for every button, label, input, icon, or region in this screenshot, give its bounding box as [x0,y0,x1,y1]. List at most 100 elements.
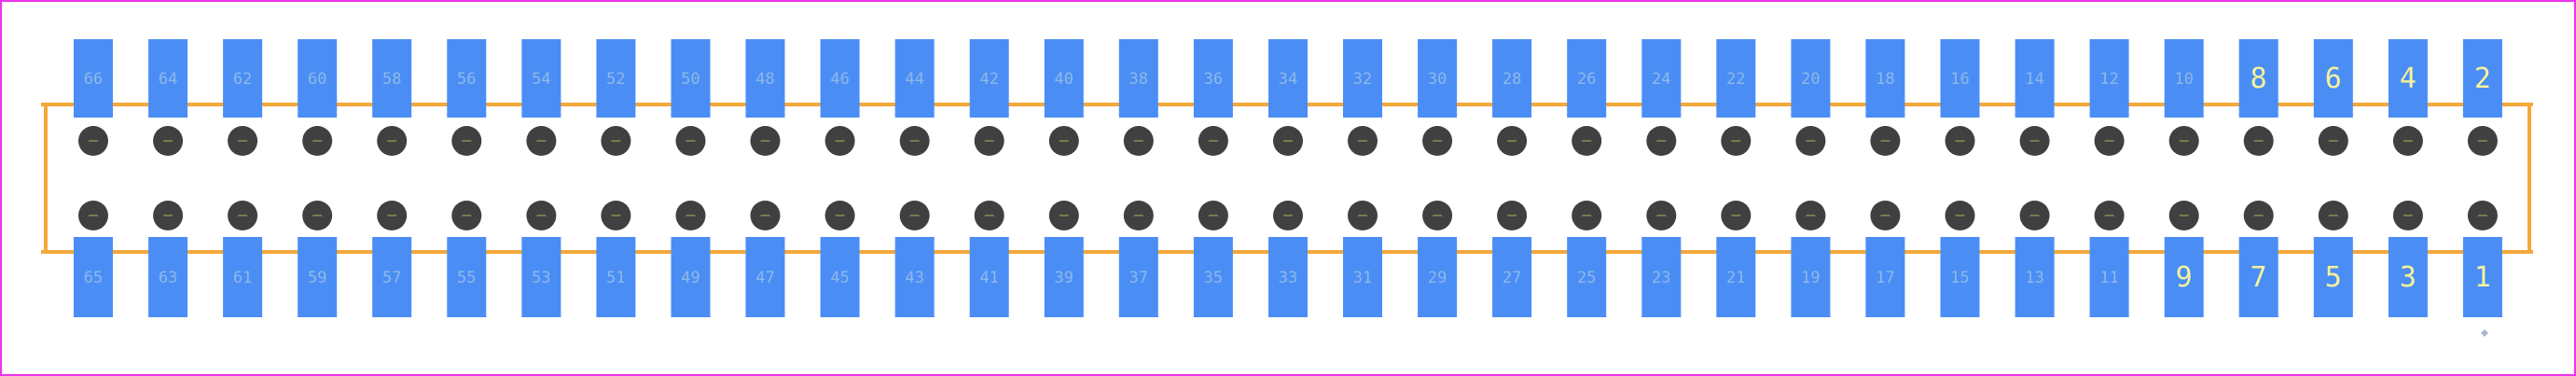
hole-id-mark [1806,215,1816,216]
pad [1343,39,1382,118]
hole-id-mark [312,215,323,216]
hole-id-mark [760,215,770,216]
pad-number-label: 44 [905,70,923,89]
hole-id-mark [686,215,696,216]
pad [1641,237,1682,317]
pad-number-label: 23 [1652,269,1670,287]
pad-number-label: 47 [755,269,774,287]
pad [148,237,188,317]
pad [1044,39,1084,118]
hole-id-mark [2179,215,2189,216]
hole-id-mark [387,140,397,142]
pad-number-label: 30 [1428,70,1447,89]
pad [2462,237,2502,317]
pad [372,39,412,118]
pad [223,237,263,317]
pad [1716,237,1756,317]
pad-number-label: 59 [308,269,326,287]
pad [1641,39,1682,118]
pad [2015,39,2055,118]
pad-number-label: 32 [1353,70,1372,89]
hole-id-mark [1507,140,1517,142]
hole-id-mark [1507,215,1517,216]
hole-id-mark [611,140,621,142]
hole-id-mark [536,215,547,216]
pad-number-label: 35 [1204,269,1223,287]
pad-number-label: 26 [1577,70,1596,89]
hole-id-mark [2328,215,2338,216]
hole-id-mark [686,140,696,142]
hole-id-mark [611,215,621,216]
pad-number-label: 2 [2474,63,2491,95]
hole-id-mark [2179,140,2189,142]
pad [223,39,263,118]
pad-number-label: 63 [159,269,177,287]
hole-id-mark [1731,140,1741,142]
pad [1865,237,1905,317]
hole-id-mark [387,215,397,216]
hole-id-mark [2029,140,2040,142]
hole-id-mark [1880,140,1890,142]
pad [1118,39,1158,118]
pad [1940,39,1980,118]
hole-id-mark [1283,140,1293,142]
hole-id-mark [238,140,248,142]
hole-id-mark [536,140,547,142]
hole-id-mark [1955,215,1965,216]
pad [745,237,785,317]
pad-number-label: 55 [457,269,476,287]
pad-number-label: 34 [1279,70,1297,89]
pad [372,237,412,317]
pad-number-label: 64 [159,70,177,89]
pad [2238,237,2278,317]
pad [2164,237,2204,317]
pad [969,39,1009,118]
pad [74,39,113,118]
pad-number-label: 46 [830,70,849,89]
pad [1418,39,1458,118]
pad [1118,237,1158,317]
hole-id-mark [89,140,98,142]
pad-number-label: 1 [2474,261,2491,294]
pad-number-label: 66 [84,70,103,89]
pad [596,237,636,317]
hole-id-mark [1133,140,1143,142]
hole-id-mark [1208,215,1218,216]
pad [2388,39,2428,118]
hole-id-mark [1731,215,1741,216]
pad [74,237,113,317]
hole-id-mark [984,140,994,142]
hole-id-mark [462,215,472,216]
hole-id-mark [1880,215,1890,216]
pad-number-label: 28 [1503,70,1521,89]
hole-id-mark [1283,215,1293,216]
pad-number-label: 13 [2025,269,2043,287]
hole-id-mark [984,215,994,216]
pad [298,39,338,118]
pad [1268,237,1308,317]
hole-id-mark [163,140,173,142]
pad [1940,237,1980,317]
pad [1716,39,1756,118]
pad-number-label: 31 [1353,269,1372,287]
pad [1418,237,1458,317]
pad-number-label: 36 [1204,70,1223,89]
hole-id-mark [2403,215,2413,216]
pad-number-label: 27 [1503,269,1521,287]
pad [894,39,935,118]
pad-number-label: 14 [2025,70,2043,89]
hole-id-mark [835,140,845,142]
pad [1492,39,1532,118]
pad [2313,237,2353,317]
origin-marker-diamond [2481,329,2488,337]
pad [596,39,636,118]
pad [447,39,487,118]
pad-number-label: 43 [905,269,923,287]
pad-number-label: 4 [2400,63,2417,95]
pad-number-label: 37 [1129,269,1148,287]
pad-number-label: 19 [1801,269,1820,287]
pad-number-label: 52 [606,70,625,89]
